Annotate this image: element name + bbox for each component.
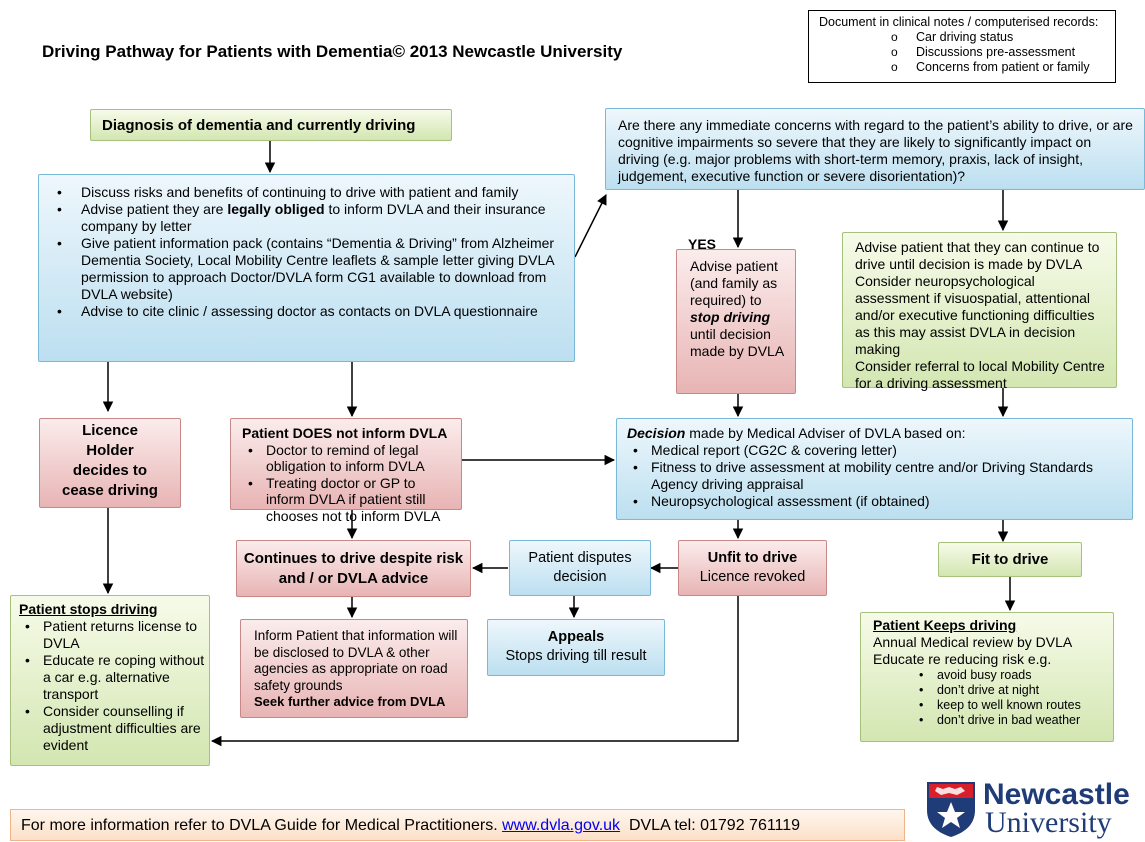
keeps-item: avoid busy roads bbox=[913, 668, 1109, 683]
documentation-item: Concerns from patient or family bbox=[819, 60, 1115, 75]
keeps-line: Educate re reducing risk e.g. bbox=[873, 651, 1052, 667]
continues-to-drive-box: Continues to drive despite risk and / or… bbox=[236, 540, 471, 597]
not-inform-item: Doctor to remind of legal obligation to … bbox=[242, 442, 455, 475]
stops-item: Patient returns license to DVLA bbox=[19, 618, 205, 652]
documentation-heading: Document in clinical notes / computerise… bbox=[819, 15, 1099, 29]
not-inform-item: Treating doctor or GP to inform DVLA if … bbox=[242, 475, 455, 525]
inform-patient-advice: Seek further advice from DVLA bbox=[254, 694, 446, 709]
unfit-to-drive-box: Unfit to drive Licence revoked bbox=[678, 540, 827, 596]
decision-item: Medical report (CG2C & covering letter) bbox=[627, 442, 1124, 459]
keeps-heading: Patient Keeps driving bbox=[873, 617, 1017, 633]
continue-driving-advice-box: Advise patient that they can continue to… bbox=[842, 232, 1117, 391]
logo-word-university: University bbox=[985, 806, 1112, 839]
not-inform-heading: Patient DOES not inform DVLA bbox=[242, 425, 448, 441]
unfit-subtitle: Licence revoked bbox=[699, 569, 806, 585]
advice-line: Advise patient that they can continue to… bbox=[855, 239, 1100, 272]
patient-stops-driving-box: Patient stops driving Patient returns li… bbox=[10, 595, 210, 766]
patient-disputes-box: Patient disputes decision bbox=[509, 540, 651, 596]
appeals-title: Appeals bbox=[547, 629, 605, 645]
documentation-item: Car driving status bbox=[819, 30, 1115, 45]
dvla-website-link[interactable]: www.dvla.gov.uk bbox=[502, 817, 621, 834]
advice-line: Consider referral to local Mobility Cent… bbox=[855, 358, 1105, 391]
fit-to-drive-box: Fit to drive bbox=[938, 542, 1082, 577]
decision-item: Fitness to drive assessment at mobility … bbox=[627, 459, 1124, 493]
footer-info-bar: For more information refer to DVLA Guide… bbox=[10, 809, 905, 841]
appeals-subtitle: Stops driving till result bbox=[505, 648, 647, 664]
stops-item: Consider counselling if adjustment diffi… bbox=[19, 703, 205, 754]
inform-patient-text: Inform Patient that information will be … bbox=[254, 628, 458, 693]
documentation-box: Document in clinical notes / computerise… bbox=[808, 10, 1116, 83]
keeps-item: don’t drive at night bbox=[913, 683, 1109, 698]
discuss-item: Advise patient they are legally obliged … bbox=[49, 201, 564, 235]
advice-line: Consider neuropsychological assessment i… bbox=[855, 273, 1095, 357]
discuss-item: Give patient information pack (contains … bbox=[49, 235, 564, 303]
keeps-item: don’t drive in bad weather bbox=[913, 713, 1109, 728]
yes-label: YES bbox=[688, 236, 717, 252]
dvla-decision-box: Decision made by Medical Adviser of DVLA… bbox=[616, 418, 1133, 520]
discuss-risks-box: Discuss risks and benefits of continuing… bbox=[38, 174, 575, 362]
discuss-item: Advise to cite clinic / assessing doctor… bbox=[49, 303, 564, 320]
patient-keeps-driving-box: Patient Keeps driving Annual Medical rev… bbox=[860, 612, 1114, 742]
diagnosis-box: Diagnosis of dementia and currently driv… bbox=[90, 109, 452, 141]
appeals-box: Appeals Stops driving till result bbox=[487, 619, 665, 676]
stop-driving-box: Advise patient (and family as required) … bbox=[676, 249, 796, 394]
documentation-item: Discussions pre-assessment bbox=[819, 45, 1115, 60]
newcastle-university-logo: Newcastle University bbox=[925, 778, 1130, 839]
decision-heading: Decision made by Medical Adviser of DVLA… bbox=[627, 425, 966, 441]
unfit-title: Unfit to drive bbox=[707, 550, 798, 566]
stops-item: Educate re coping without a car e.g. alt… bbox=[19, 652, 205, 703]
footer-text: For more information refer to DVLA Guide… bbox=[21, 817, 503, 834]
university-shield-icon bbox=[927, 782, 975, 837]
page-title: Driving Pathway for Patients with Dement… bbox=[42, 42, 623, 61]
patient-not-inform-box: Patient DOES not inform DVLA Doctor to r… bbox=[230, 418, 462, 524]
keeps-line: Annual Medical review by DVLA bbox=[873, 634, 1073, 650]
footer-phone: DVLA tel: 01792 761119 bbox=[620, 817, 801, 834]
stops-heading: Patient stops driving bbox=[19, 601, 158, 617]
decision-item: Neuropsychological assessment (if obtain… bbox=[627, 493, 1124, 510]
inform-patient-box: Inform Patient that information will be … bbox=[240, 619, 468, 718]
immediate-concerns-box: Are there any immediate concerns with re… bbox=[605, 108, 1145, 190]
licence-holder-box: Licence Holder decides to cease driving bbox=[39, 418, 181, 508]
logo-word-newcastle: Newcastle bbox=[983, 778, 1130, 811]
discuss-item: Discuss risks and benefits of continuing… bbox=[49, 184, 564, 201]
keeps-item: keep to well known routes bbox=[913, 698, 1109, 713]
